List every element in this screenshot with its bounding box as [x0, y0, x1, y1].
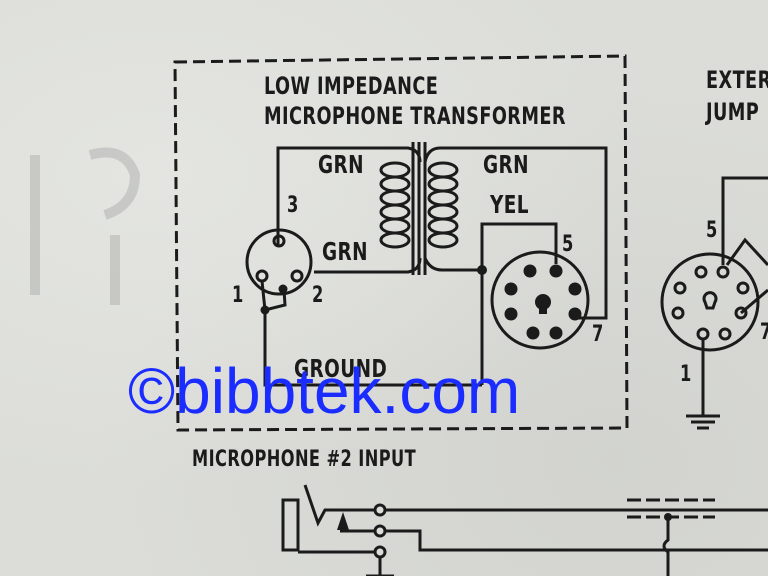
octal-plug-pin-5-label: 5: [562, 232, 574, 257]
xlr-pin-3-label: 3: [287, 193, 299, 218]
transformer-title-line1: LOW IMPEDANCE: [264, 72, 439, 100]
external-jumper-title-line1: EXTER: [706, 66, 768, 94]
bleed-through-ghost: [30, 147, 141, 305]
wire-label-primary-top: GRN: [318, 150, 365, 179]
watermark-text: ©bibbtek.com: [128, 355, 521, 427]
xlr-pin-1-label: 1: [232, 283, 244, 308]
transformer-enclosure: [173, 54, 629, 432]
socket-pin-7-label: 7: [760, 320, 768, 345]
octal-plug-pin-7-label: 7: [592, 322, 604, 347]
wire-label-primary-bottom: GRN: [322, 237, 369, 266]
transformer-title-line2: MICROPHONE TRANSFORMER: [264, 102, 566, 130]
mic-2-input-label: MICROPHONE #2 INPUT: [192, 447, 417, 472]
xlr-pin-2-label: 2: [312, 283, 324, 308]
wire-label-ground: GROUND: [294, 354, 388, 383]
wire-label-secondary-top: GRN: [483, 150, 530, 179]
socket-pin-5-label: 5: [706, 218, 718, 243]
wire-label-secondary-tap: YEL: [490, 190, 529, 219]
socket-pin-1-label: 1: [680, 362, 692, 387]
external-jumper-title-line2: JUMP: [706, 98, 760, 126]
